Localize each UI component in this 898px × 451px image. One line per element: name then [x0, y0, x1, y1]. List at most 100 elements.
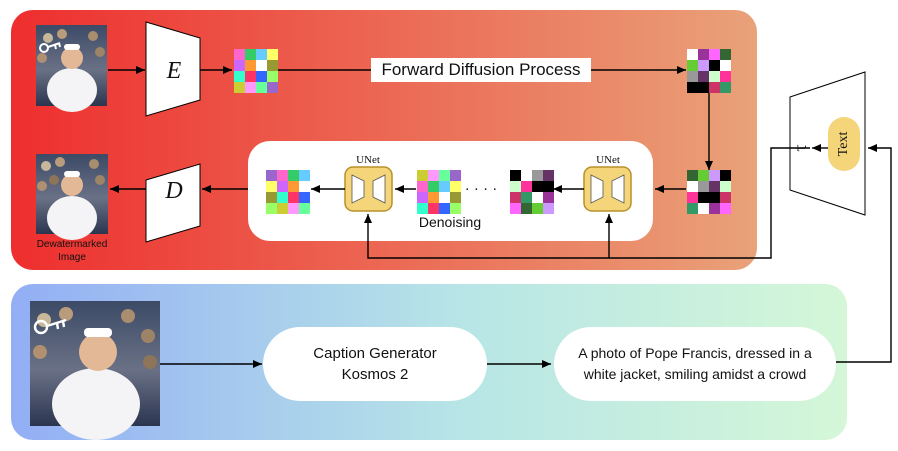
output-dewatermarked-image: [36, 154, 108, 240]
latent-cell: [439, 203, 450, 214]
latent-cell: [521, 192, 532, 203]
latent-cell: [720, 170, 731, 181]
latent-cell: [450, 170, 461, 181]
latent-cell: [234, 60, 245, 71]
latent-cell: [299, 192, 310, 203]
latent-cell: [417, 181, 428, 192]
latent-cell: [245, 82, 256, 93]
decoder-label: D: [164, 178, 182, 204]
latent-cell: [521, 170, 532, 181]
latent-cell: [510, 192, 521, 203]
latent-cell: [687, 181, 698, 192]
latent-cell: [450, 192, 461, 203]
text-encoder-block: [789, 71, 866, 216]
latent-cell: [532, 181, 543, 192]
latent-cell: [532, 192, 543, 203]
latent-cell: [709, 192, 720, 203]
latent-cell: [720, 49, 731, 60]
caption-line2: white jacket, smiling amidst a crowd: [583, 366, 807, 382]
latent-grids: [234, 49, 731, 214]
latent-cell: [439, 170, 450, 181]
latent-cell: [543, 181, 554, 192]
denoising-label: Denoising: [419, 214, 481, 230]
latent-cell: [709, 60, 720, 71]
flow-arrows: [108, 66, 892, 368]
latent-cell: [266, 203, 277, 214]
latent-cell: [709, 82, 720, 93]
unet-block-left: [344, 166, 393, 212]
latent-cell: [428, 203, 439, 214]
text-label-pill: [828, 117, 860, 171]
latent-cell: [698, 71, 709, 82]
latent-cell: [687, 82, 698, 93]
latent-cell: [277, 203, 288, 214]
latent-cell: [256, 49, 267, 60]
latent-cell: [720, 82, 731, 93]
ellipsis: · · · ·: [465, 180, 497, 197]
latent-cell: [266, 170, 277, 181]
caption-generator-line1: Caption Generator: [313, 345, 437, 362]
caption-input-image: [30, 301, 160, 440]
latent-cell: [256, 60, 267, 71]
latent-cell: [709, 49, 720, 60]
latent-cell: [277, 192, 288, 203]
latent-cell: [428, 192, 439, 203]
latent-cell: [687, 170, 698, 181]
latent-cell: [532, 203, 543, 214]
latent-denoise-step: [510, 170, 554, 214]
latent-cell: [543, 170, 554, 181]
key-icon: [39, 42, 61, 53]
output-caption-line1: Dewatermarked: [37, 239, 108, 250]
latent-cell: [299, 181, 310, 192]
latent-cell: [698, 192, 709, 203]
latent-cell: [256, 82, 267, 93]
caption-generator-line2: Kosmos 2: [341, 366, 409, 383]
latent-cell: [267, 60, 278, 71]
latent-cell: [450, 203, 461, 214]
latent-cell: [510, 203, 521, 214]
output-caption-line2: Image: [58, 252, 86, 263]
latent-cell: [299, 203, 310, 214]
encoder-label: E: [166, 58, 182, 84]
latent-cell: [720, 192, 731, 203]
latent-cell: [277, 170, 288, 181]
latent-cell: [267, 49, 278, 60]
latent-output: [266, 170, 310, 214]
unet-label-right: UNet: [596, 154, 620, 166]
latent-cell: [521, 181, 532, 192]
latent-cell: [417, 170, 428, 181]
latent-cell: [439, 192, 450, 203]
latent-cell: [245, 49, 256, 60]
latent-cell: [267, 71, 278, 82]
latent-cell: [709, 170, 720, 181]
latent-cell: [532, 170, 543, 181]
latent-cell: [687, 49, 698, 60]
latent-cell: [245, 60, 256, 71]
latent-cell: [687, 203, 698, 214]
encoder-block: [145, 21, 201, 117]
latent-cell: [709, 181, 720, 192]
latent-cell: [698, 49, 709, 60]
latent-cell: [288, 170, 299, 181]
latent-cell: [450, 181, 461, 192]
arrow-caption-to-text: [836, 144, 892, 363]
latent-cell: [428, 170, 439, 181]
latent-cell: [439, 181, 450, 192]
latent-cell: [687, 192, 698, 203]
latent-cell: [256, 71, 267, 82]
unet-label-left: UNet: [356, 154, 380, 166]
latent-cell: [234, 71, 245, 82]
latent-cell: [234, 82, 245, 93]
latent-cell: [687, 71, 698, 82]
latent-cell: [709, 71, 720, 82]
key-icon: [33, 318, 67, 335]
latent-noisy-input: [687, 170, 731, 214]
latent-cell: [698, 181, 709, 192]
caption-generator-box: Caption Generator Kosmos 2: [263, 327, 487, 401]
latent-cell: [417, 192, 428, 203]
latent-cell: [698, 170, 709, 181]
latent-cell: [521, 203, 532, 214]
generated-caption-box: A photo of Pope Francis, dressed in a wh…: [554, 327, 836, 401]
latent-cell: [543, 192, 554, 203]
latent-cell: [245, 71, 256, 82]
